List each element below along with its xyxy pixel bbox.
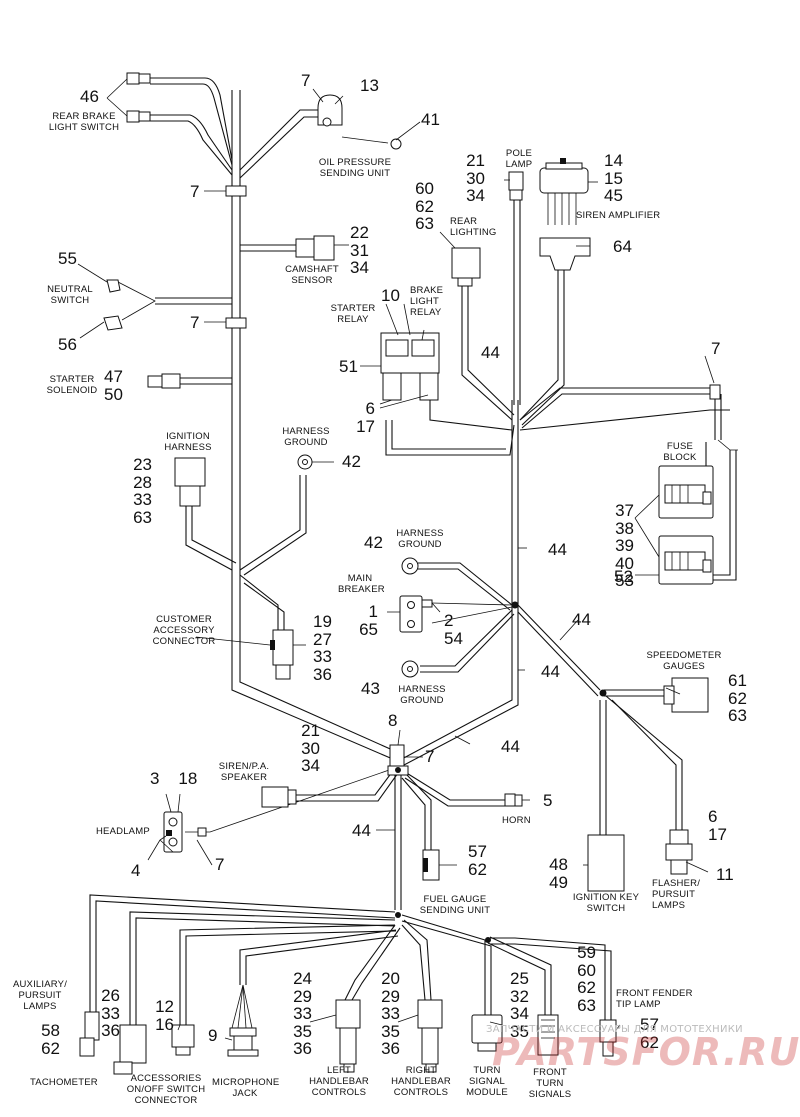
ref-46: 46 <box>80 87 99 106</box>
brake-light-relay-label: BRAKE LIGHT RELAY <box>410 285 444 318</box>
rear-brake-light-switch-label: REAR BRAKE LIGHT SWITCH <box>48 111 120 133</box>
ref-13: 13 <box>360 76 379 95</box>
oil-pressure-label: OIL PRESSURE SENDING UNIT <box>318 157 392 179</box>
watermark-logo: PARTSFOR.RU <box>492 1030 800 1074</box>
ref-9: 9 <box>208 1026 218 1045</box>
ref-56: 56 <box>58 335 77 354</box>
ref-4: 4 <box>131 861 141 880</box>
ref-44-a: 44 <box>481 343 500 362</box>
siren-amplifier-label: SIREN AMPLIFIER <box>576 210 661 221</box>
harness-ground-1-label: HARNESS GROUND <box>282 426 330 448</box>
ref-44-b: 44 <box>548 540 567 559</box>
ref-41: 41 <box>421 110 440 129</box>
front-fender-label: FRONT FENDER TIP LAMP <box>616 988 693 1010</box>
headlamp-label: HEADLAMP <box>96 826 150 837</box>
ref-64: 64 <box>613 237 632 256</box>
ref-44-c: 44 <box>572 610 591 629</box>
leader-lines <box>77 78 715 1041</box>
ref-42-b: 42 <box>364 533 383 552</box>
ref-11: 11 <box>716 865 734 884</box>
ref-51: 51 <box>339 357 358 376</box>
ref-7-junction: 7 <box>425 747 435 766</box>
harness-ground-3-label: HARNESS GROUND <box>398 684 446 706</box>
ref-44-e: 44 <box>501 737 520 756</box>
ref-5: 5 <box>543 791 553 810</box>
microphone-jack-label: MICROPHONE JACK <box>212 1077 280 1099</box>
ref-7-clip-b: 7 <box>190 313 200 332</box>
watermark-tagline: ЗАПЧАСТИ И АКСЕССУАРЫ ДЛЯ МОТОТЕХНИКИ <box>486 1024 743 1035</box>
accessories-switch-label: ACCESSORIES ON/OFF SWITCH CONNECTOR <box>126 1073 206 1106</box>
fuel-gauge-label: FUEL GAUGE SENDING UNIT <box>419 894 491 916</box>
ref-42-a: 42 <box>342 452 361 471</box>
rear-lighting-label: REAR LIGHTING <box>450 216 497 238</box>
speedometer-label: SPEEDOMETER GAUGES <box>646 650 722 672</box>
fuse-block-label: FUSE BLOCK <box>663 441 697 463</box>
ref-7-oil: 7 <box>301 71 311 90</box>
main-harness <box>89 77 738 1029</box>
pole-lamp-label: POLE LAMP <box>505 148 533 170</box>
front-turn-signals-label: FRONT TURN SIGNALS <box>528 1067 572 1100</box>
ref-10: 10 <box>381 286 400 305</box>
turn-signal-module-label: TURN SIGNAL MODULE <box>466 1065 508 1098</box>
ref-43: 43 <box>361 679 380 698</box>
customer-accessory-label: CUSTOMER ACCESSORY CONNECTOR <box>152 614 216 647</box>
ref-44-d: 44 <box>541 662 560 681</box>
ref-7-clip-a: 7 <box>190 182 200 201</box>
ref-7-fuse-clip: 7 <box>711 339 721 358</box>
harness-ground-2-label: HARNESS GROUND <box>396 528 444 550</box>
ref-7-headlamp: 7 <box>215 855 225 874</box>
ref-8: 8 <box>388 711 398 730</box>
flasher-label: FLASHER/ PURSUIT LAMPS <box>652 878 701 911</box>
ref-44-f: 44 <box>352 821 371 840</box>
starter-solenoid-label: STARTER SOLENOID <box>46 374 98 396</box>
aux-lamps-label: AUXILIARY/ PURSUIT LAMPS <box>12 979 68 1012</box>
main-breaker-label: MAIN BREAKER <box>338 573 385 595</box>
left-handlebar-label: LEFT HANDLEBAR CONTROLS <box>309 1065 369 1098</box>
component-shapes <box>79 72 721 1075</box>
ref-52: 52 <box>614 567 633 586</box>
horn-label: HORN <box>502 815 531 826</box>
tachometer-label: TACHOMETER <box>30 1077 98 1088</box>
siren-speaker-label: SIREN/P.A. SPEAKER <box>218 761 270 783</box>
camshaft-label: CAMSHAFT SENSOR <box>285 264 339 286</box>
ignition-key-label: IGNITION KEY SWITCH <box>572 892 640 914</box>
neutral-switch-label: NEUTRAL SWITCH <box>47 284 93 306</box>
ignition-harness-label: IGNITION HARNESS <box>164 431 212 453</box>
right-handlebar-label: RIGHT HANDLEBAR CONTROLS <box>391 1065 451 1098</box>
headlamp-refs-top: 3 18 <box>150 769 198 788</box>
starter-relay-label: STARTER RELAY <box>330 303 376 325</box>
ref-55: 55 <box>58 249 77 268</box>
